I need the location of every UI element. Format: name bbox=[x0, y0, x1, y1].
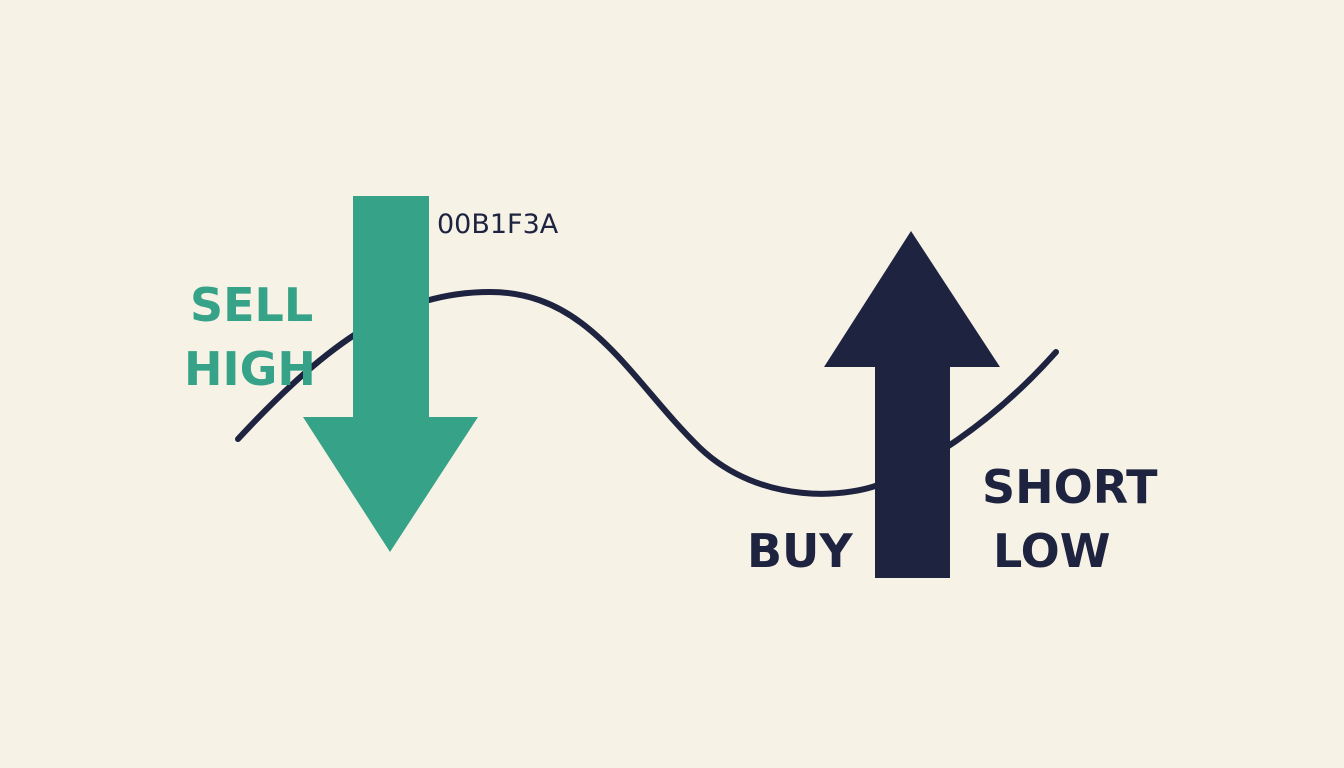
down-arrow-icon bbox=[303, 196, 478, 552]
short-label: SHORT bbox=[982, 460, 1158, 514]
buy-label: BUY bbox=[747, 524, 853, 578]
sell-label: SELL bbox=[190, 278, 314, 332]
high-label: HIGH bbox=[184, 342, 316, 396]
low-label: LOW bbox=[993, 524, 1111, 578]
up-arrow-icon bbox=[824, 231, 1000, 578]
code-label: 00B1F3A bbox=[437, 209, 559, 240]
